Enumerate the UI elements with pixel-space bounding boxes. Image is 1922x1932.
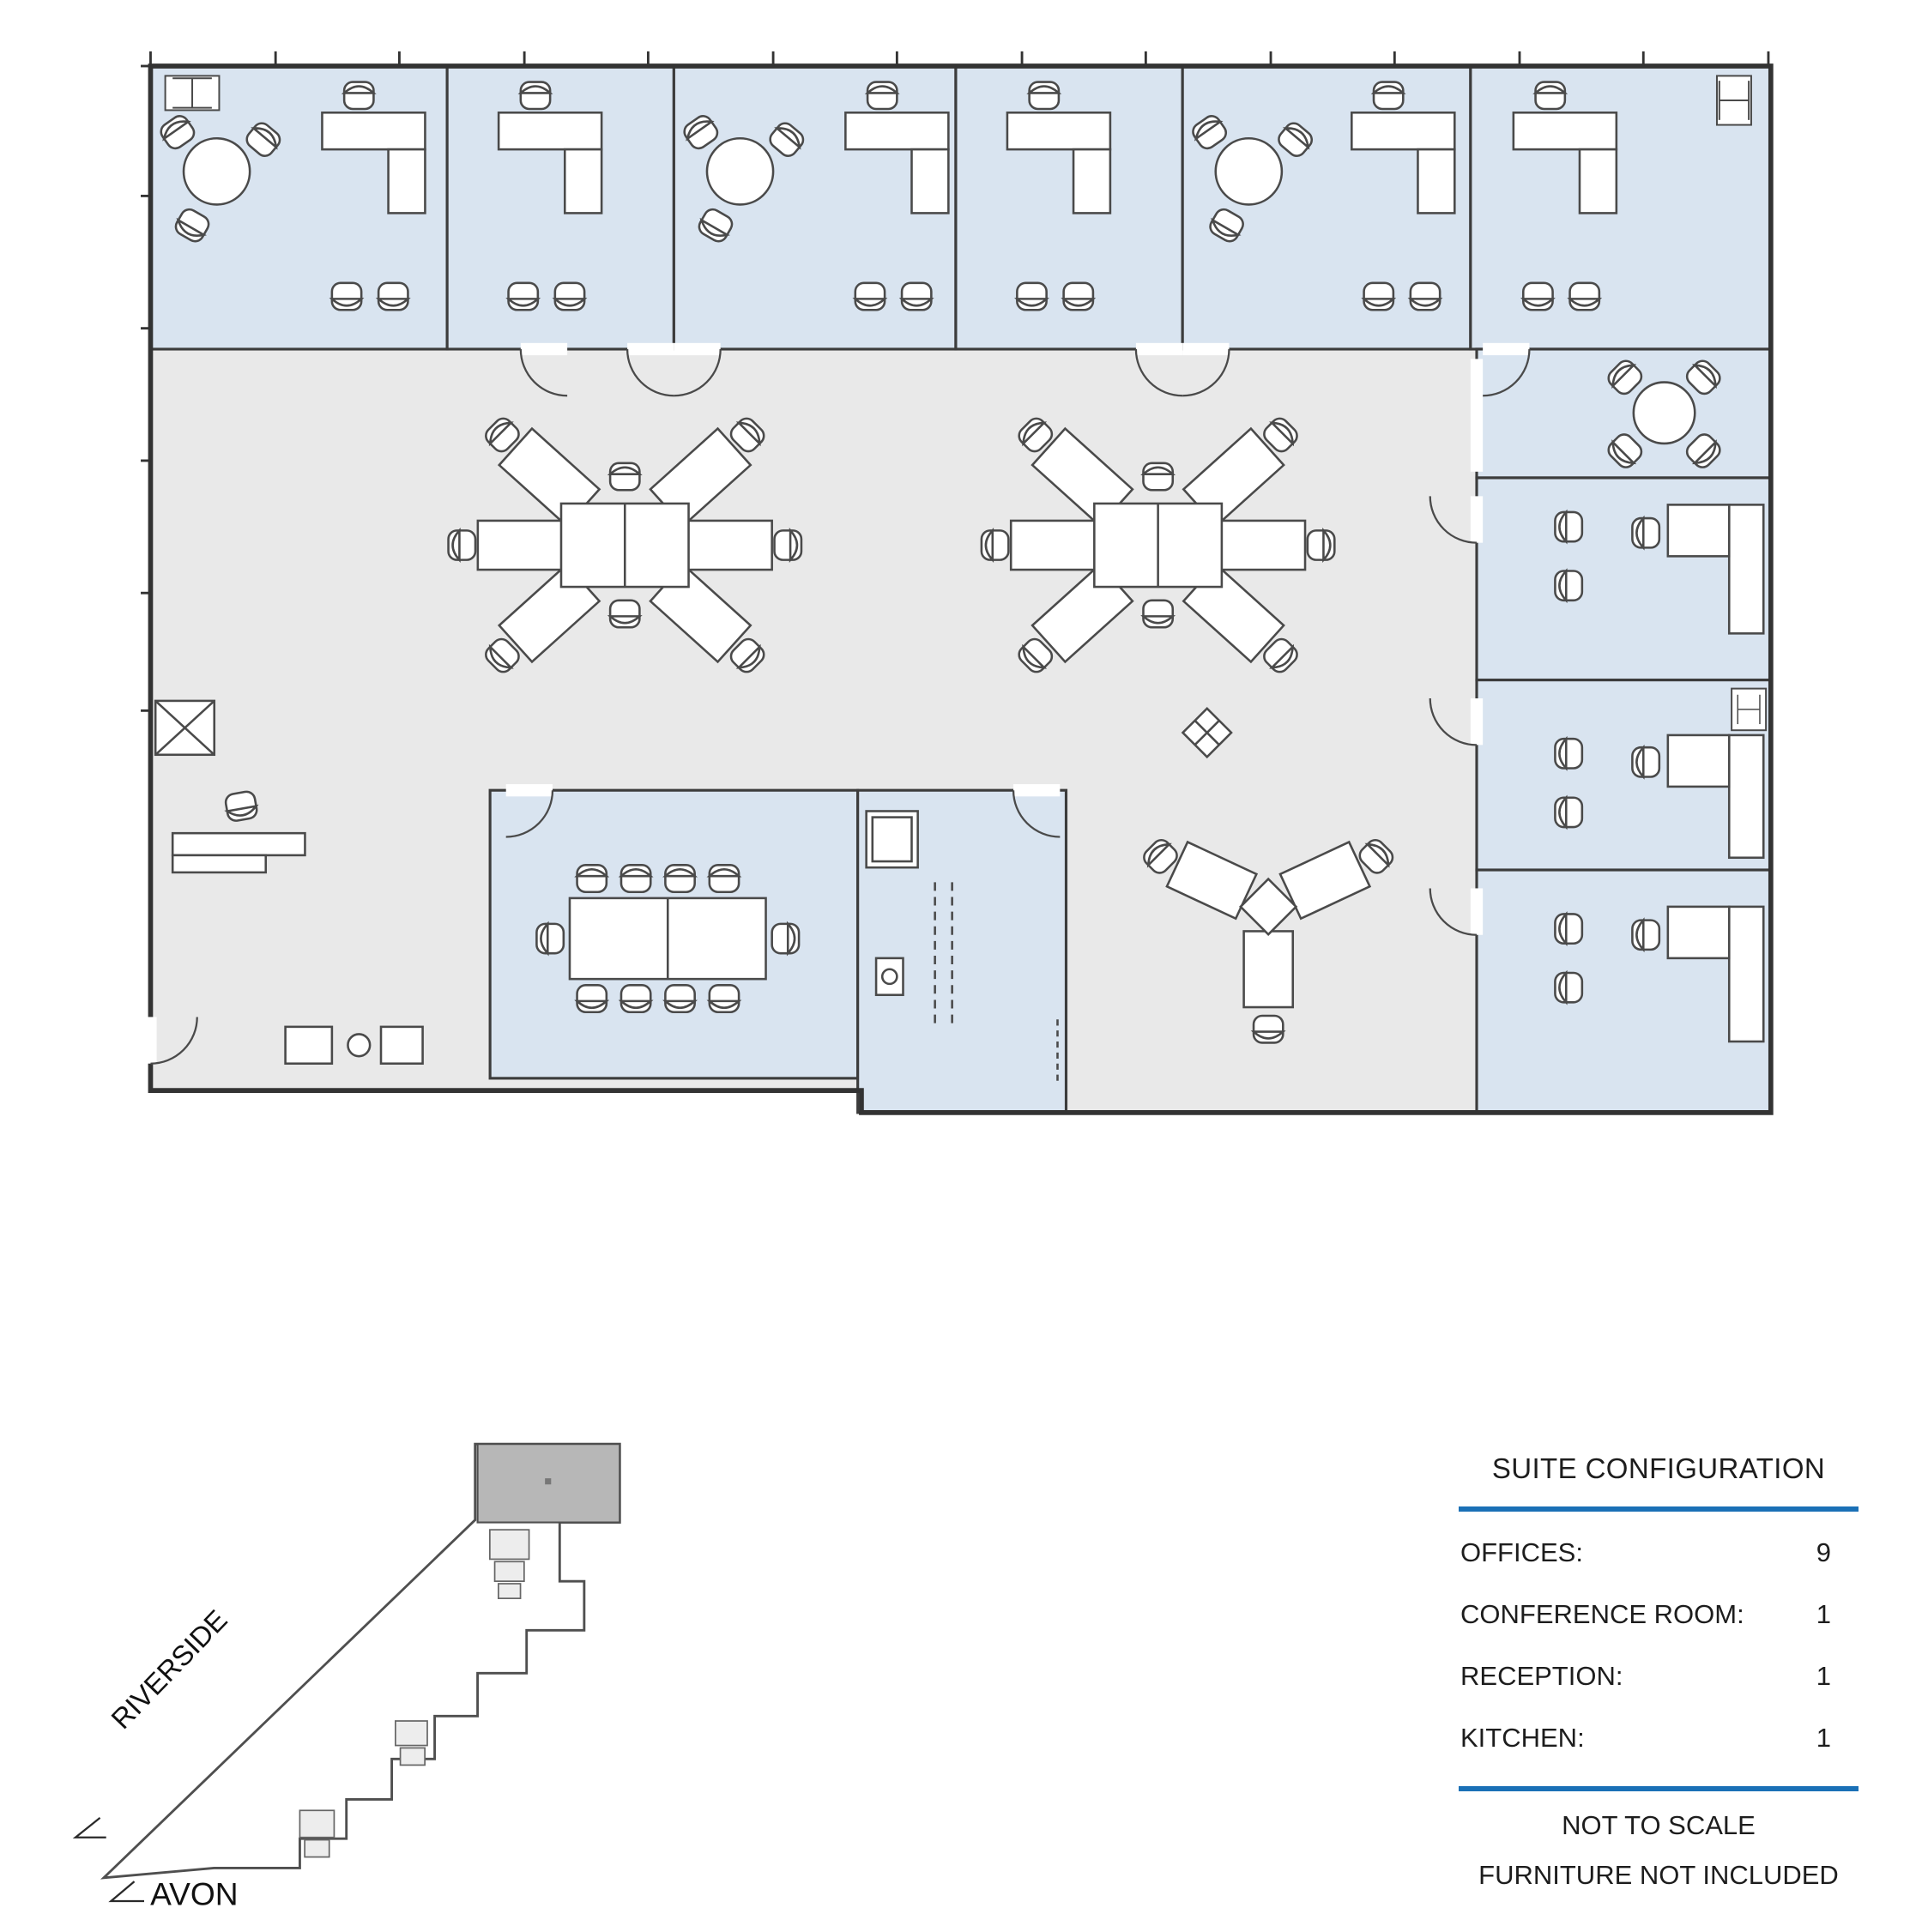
desk <box>497 111 603 151</box>
office-5-furniture <box>1188 81 1456 311</box>
wall-marker <box>1731 687 1768 732</box>
office-4-furniture <box>1006 81 1112 311</box>
copier <box>284 1025 334 1066</box>
config-label: RECEPTION: <box>1460 1661 1623 1691</box>
reception-furniture <box>154 699 424 1066</box>
corner-marker <box>1715 75 1752 126</box>
suite-floor-plan <box>141 51 1774 1115</box>
street-angle-marks <box>72 1816 144 1903</box>
desk <box>321 111 426 151</box>
desk <box>1727 734 1765 860</box>
round-table <box>1214 136 1284 206</box>
round-table <box>1632 381 1696 445</box>
office-2-furniture <box>497 81 603 311</box>
config-label: KITCHEN: <box>1460 1723 1585 1753</box>
desk <box>1727 905 1765 1043</box>
key-plan: RIVERSIDE AVON <box>72 1442 621 1910</box>
reception-desk <box>171 831 306 857</box>
exterior-wall <box>148 63 1774 1115</box>
divider-rule-bottom <box>1459 1786 1859 1791</box>
desk-return <box>1666 905 1731 960</box>
config-value: 1 <box>1816 1723 1831 1753</box>
desk-return <box>1578 148 1618 214</box>
reception-desk-return <box>171 854 268 874</box>
config-row-offices: OFFICES: 9 <box>1459 1522 1859 1584</box>
desk <box>1727 504 1765 635</box>
suite-marker-dot <box>545 1478 552 1485</box>
office-7-furniture <box>1554 504 1765 635</box>
street-label-riverside: RIVERSIDE <box>105 1603 233 1735</box>
desk-return <box>387 148 426 214</box>
note-not-to-scale: NOT TO SCALE <box>1562 1810 1756 1840</box>
column-grid-ticks <box>141 51 1770 712</box>
config-row-reception: RECEPTION: 1 <box>1459 1645 1859 1707</box>
office-8-furniture <box>1554 734 1765 860</box>
desk <box>1351 111 1456 151</box>
note-furniture-not-included: FURNITURE NOT INCLUDED <box>1478 1860 1839 1890</box>
round-table <box>182 136 251 206</box>
nook-furniture <box>1604 356 1725 473</box>
desk-return <box>1666 504 1731 558</box>
desk-return <box>1072 148 1112 214</box>
round-table <box>705 136 775 206</box>
desk-return <box>1666 734 1731 788</box>
kitchen-fixtures <box>865 810 1059 1085</box>
desk-return <box>1417 148 1456 214</box>
suite-configuration-rows: OFFICES: 9 CONFERENCE ROOM: 1 RECEPTION:… <box>1459 1512 1859 1781</box>
corner-marker <box>164 75 221 112</box>
desk <box>1512 111 1618 151</box>
config-label: OFFICES: <box>1460 1537 1583 1567</box>
street-label-avon: AVON <box>150 1875 238 1910</box>
desk-return <box>910 148 950 214</box>
config-value: 1 <box>1816 1661 1831 1691</box>
furniture-layer <box>154 75 1768 1085</box>
config-value: 1 <box>1816 1599 1831 1629</box>
divider-rule-top <box>1459 1506 1859 1512</box>
suite-configuration-panel: SUITE CONFIGURATION OFFICES: 9 CONFERENC… <box>1459 1452 1859 1891</box>
desk <box>1006 111 1112 151</box>
config-value: 9 <box>1816 1537 1831 1567</box>
office-6-furniture <box>1512 81 1618 311</box>
door-swings <box>150 348 1531 1065</box>
desk <box>844 111 950 151</box>
diamond-fixture <box>1181 706 1233 759</box>
config-row-conference-room: CONFERENCE ROOM: 1 <box>1459 1584 1859 1645</box>
config-label: CONFERENCE ROOM: <box>1460 1599 1744 1629</box>
config-row-kitchen: KITCHEN: 1 <box>1459 1707 1859 1769</box>
printer <box>379 1025 424 1066</box>
door-openings <box>144 342 1530 1064</box>
suite-configuration-title: SUITE CONFIGURATION <box>1491 1452 1826 1484</box>
building-core-details <box>299 1529 530 1858</box>
waste-bin <box>347 1033 372 1058</box>
conference-furniture <box>535 864 801 1014</box>
office-1-furniture <box>156 81 426 311</box>
office-3-furniture <box>680 81 950 311</box>
office-9-furniture <box>1554 905 1765 1043</box>
desk-return <box>563 148 603 214</box>
